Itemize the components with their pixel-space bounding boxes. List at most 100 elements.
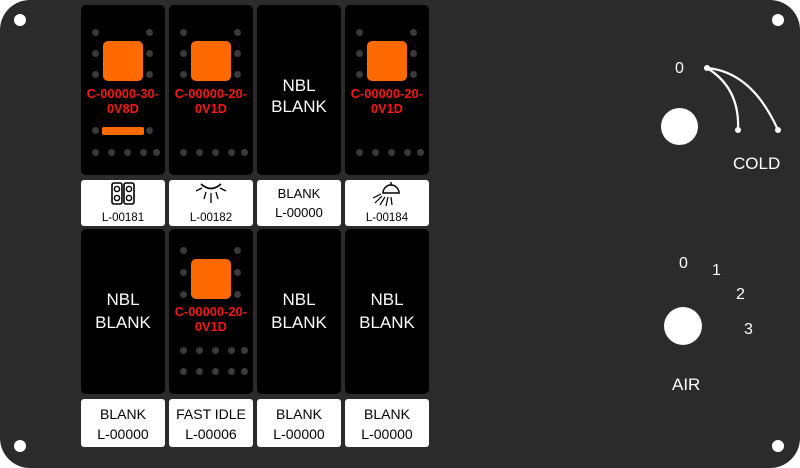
switch-dot [241,368,248,375]
mounting-hole-top-left [14,14,26,26]
switch-dot [92,50,99,57]
switch-label-6: FAST IDLE L-00006 [169,399,253,447]
switch-dot [180,269,187,276]
switch-code-line-1: C-00000-20- [350,87,424,101]
label-code: L-00184 [365,212,409,224]
air-dial-mark-2: 2 [736,286,745,303]
mounting-hole-bottom-right [772,440,784,452]
blank-label-line-2: BLANK [95,313,151,332]
rocker-switch-1[interactable]: C-00000-30- 0V8D [81,5,165,175]
switch-dot [92,71,99,78]
temp-dial-label: COLD [733,154,781,173]
blank-label-line-2: BLANK [271,97,327,116]
switch-code-line-1: C-00000-20- [174,87,248,101]
label-code: L-00182 [189,212,233,224]
switch-dot [388,149,395,156]
switch-dot [234,269,241,276]
air-dial-mark-3: 3 [744,321,753,338]
switch-dot [92,149,99,156]
switch-dot [180,291,187,298]
switch-dot [234,71,241,78]
work-light-pair-icon [111,182,135,205]
switch-dot [92,127,99,134]
switch-label-5: BLANK L-00000 [81,399,165,447]
switch-dot [234,291,241,298]
switch-dot [180,50,187,57]
switch-dot [196,347,203,354]
switch-label-8: BLANK L-00000 [345,399,429,447]
switch-indicator-light [367,41,407,81]
switch-dot [410,29,417,36]
rocker-switch-6[interactable]: C-00000-20- 0V1D [169,229,253,394]
switch-dot [196,368,203,375]
switch-label-1: L-00181 [81,180,165,226]
switch-dot [404,149,411,156]
switch-code-line-2: 0V1D [194,102,228,116]
switch-dot [146,71,153,78]
switch-dot [124,149,131,156]
switch-dot [108,149,115,156]
label-text: BLANK [277,186,321,201]
switch-label-3: BLANK L-00000 [257,180,341,226]
blank-label-line-1: NBL [282,290,316,309]
label-code: L-00000 [273,426,325,442]
mounting-hole-bottom-left [14,440,26,452]
label-text: BLANK [276,406,322,422]
switch-indicator-light [191,259,231,299]
switch-dot [241,347,248,354]
switch-dot [228,368,235,375]
switch-dot [180,71,187,78]
temp-dial-knob[interactable] [661,108,698,145]
blank-label-line-1: NBL [106,290,140,309]
rocker-switch-5-blank[interactable]: NBL BLANK [81,229,165,394]
switch-dot [372,149,379,156]
switch-dot [356,29,363,36]
switch-dot [228,149,235,156]
switch-code-line-2: 0V8D [106,102,140,116]
switch-label-7: BLANK L-00000 [257,399,341,447]
switch-dot [241,149,248,156]
switch-dot [180,368,187,375]
label-code: L-00000 [97,426,149,442]
air-dial-mark-1: 1 [712,262,721,279]
temp-range-arc-icon [704,65,781,133]
air-dial-mark-0: 0 [679,255,688,272]
rocker-switch-7-blank[interactable]: NBL BLANK [257,229,341,394]
switch-dot [410,71,417,78]
switch-dot [146,127,153,134]
switch-dot [234,50,241,57]
switch-dot [356,71,363,78]
rocker-switch-4[interactable]: C-00000-20- 0V1D [345,5,429,175]
switch-dot [356,50,363,57]
label-text: FAST IDLE [176,406,246,422]
switch-dot [180,149,187,156]
switch-dot [228,347,235,354]
switch-dot [146,50,153,57]
switch-dot [417,149,424,156]
blank-label-line-2: BLANK [359,313,415,332]
switch-code-line-1: C-00000-20- [174,305,248,319]
mounting-hole-top-right [772,14,784,26]
switch-dot [180,247,187,254]
switch-dot [410,50,417,57]
switch-dot [92,29,99,36]
switch-dot [212,368,219,375]
switch-indicator-light [103,41,143,81]
switch-dot [153,149,160,156]
rocker-switch-2[interactable]: C-00000-20- 0V1D [169,5,253,175]
switch-indicator-bar [102,127,144,135]
switch-dot [180,29,187,36]
air-dial-knob[interactable] [664,307,702,345]
air-dial-label: AIR [672,375,701,394]
blank-label-line-1: NBL [282,76,316,95]
rocker-switch-8-blank[interactable]: NBL BLANK [345,229,429,394]
switch-dot [234,29,241,36]
switch-dot [196,149,203,156]
blank-label-line-2: BLANK [271,313,327,332]
temp-dial-zero-mark: 0 [675,60,684,77]
switch-dot [234,247,241,254]
switch-dot [212,347,219,354]
switch-label-2: L-00182 [169,180,253,226]
rocker-switch-3-blank[interactable]: NBL BLANK [257,5,341,175]
